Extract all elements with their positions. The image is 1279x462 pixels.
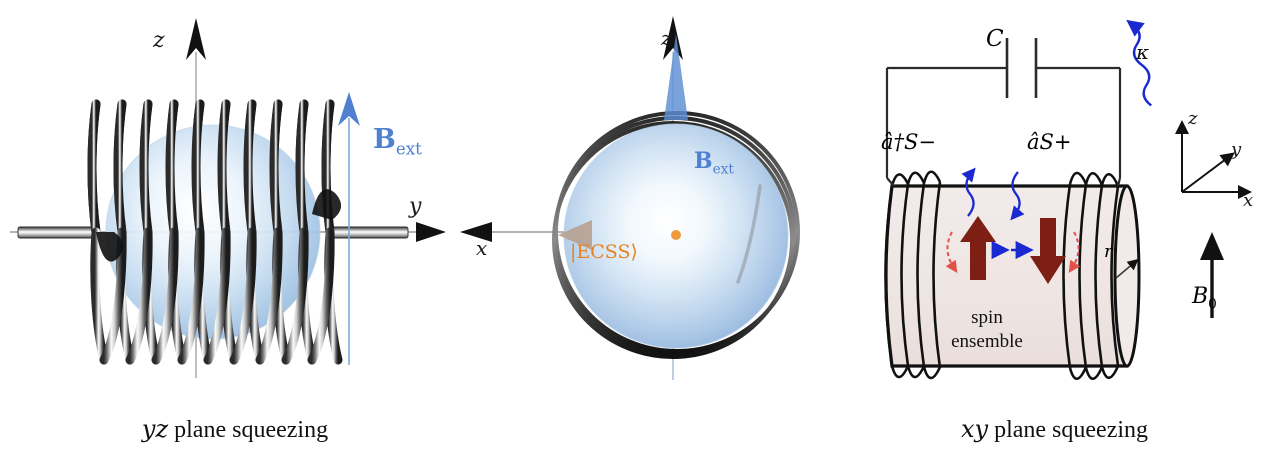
precession-arc-left — [945, 231, 958, 273]
x-axis-label: x — [476, 236, 488, 260]
y-axis-arrowhead — [416, 222, 446, 242]
b0-label-sub: 0 — [1208, 296, 1217, 313]
bext-cone — [664, 34, 688, 120]
panel-yz-squeezing: z y Bext yz plane squeezing — [0, 0, 470, 462]
operator-emission-label: â†S− — [881, 130, 937, 154]
triad-x-label: x — [1243, 190, 1254, 211]
medium-label-line1: spin — [971, 307, 1003, 328]
precession-arc-right — [1068, 231, 1081, 273]
cylinder-front-ellipse — [1113, 184, 1141, 368]
caption-xy-rest: plane squeezing — [988, 417, 1149, 443]
panel-left-graphic — [10, 18, 446, 378]
z-axis-arrowhead — [186, 18, 206, 60]
radius-label: r — [1104, 241, 1113, 262]
bext-label-sub: ext — [712, 161, 734, 178]
y-axis-label: y — [409, 194, 422, 219]
bloch-sphere — [106, 125, 320, 339]
triad-y-label: y — [1231, 139, 1242, 160]
operator-absorption-label: âS+ — [1027, 130, 1072, 154]
emission-wavy-arrow — [961, 167, 976, 217]
caption-xy: xy plane squeezing — [830, 415, 1279, 444]
panel-right-graphic — [884, 19, 1252, 381]
coil-hook-left — [96, 232, 124, 262]
coil-back-turns-lower — [99, 227, 335, 365]
medium-label-line2: ensemble — [951, 331, 1023, 352]
ecss-origin-dot — [671, 230, 681, 240]
z-axis-label: z — [661, 26, 672, 50]
uncertainty-arc — [736, 184, 762, 284]
bext-label: Bext — [694, 150, 734, 177]
spin-down-arrow — [1030, 218, 1066, 284]
coil-windings-left — [884, 170, 942, 380]
radius-pointer — [1115, 258, 1139, 279]
z-axis-label: z — [153, 28, 165, 53]
coil-windings-right — [1062, 171, 1120, 381]
ecss-arrowhead — [558, 220, 592, 250]
panel-bloch-sphere-front: z x Bext |ECSS⟩ — [430, 0, 830, 462]
bext-label-main: B — [694, 148, 713, 174]
bext-label-sub: ext — [395, 138, 422, 159]
panel-mid-graphic — [460, 16, 800, 380]
coil-front-turns — [87, 99, 335, 237]
b0-label: B0 — [1192, 286, 1217, 312]
kappa-label: κ — [1136, 40, 1150, 64]
coil-lead-left — [17, 226, 97, 239]
axis-triad — [1175, 120, 1252, 199]
bext-arrowhead — [338, 92, 360, 126]
b0-arrowhead — [1200, 232, 1224, 260]
b0-label-main: B — [1192, 284, 1209, 309]
coil-lead-left — [886, 177, 895, 187]
triad-z-label: z — [1188, 108, 1198, 129]
bext-label: Bext — [373, 126, 422, 157]
coil-hook-right — [312, 189, 342, 220]
coil-lead-right — [1116, 177, 1122, 187]
ecss-state-label: |ECSS⟩ — [570, 241, 638, 263]
caption-yz: yz plane squeezing — [0, 415, 470, 444]
absorption-wavy-arrow — [1010, 171, 1025, 221]
coil-lead-right — [329, 226, 409, 239]
spin-up-arrow — [960, 216, 996, 280]
x-axis-arrowhead — [460, 222, 492, 242]
caption-yz-plane: yz — [141, 415, 169, 443]
panel-xy-squeezing: C κ â†S− âS+ r z y x B0 spin ensemble xy… — [830, 0, 1279, 462]
caption-xy-plane: xy — [960, 415, 989, 443]
bext-label-main: B — [373, 124, 396, 155]
caption-yz-rest: plane squeezing — [168, 417, 329, 443]
capacitor-label: C — [986, 26, 1004, 52]
kappa-wavy-arrow — [1126, 19, 1152, 107]
